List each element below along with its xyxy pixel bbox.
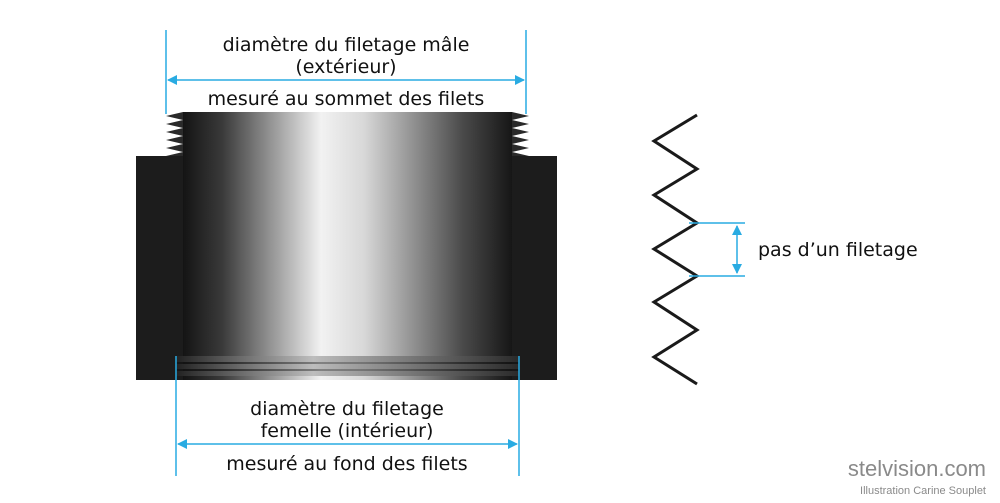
female-dimension [175, 356, 520, 476]
female-diameter-label-line3: mesuré au fond des filets [226, 453, 467, 475]
male-dimension [165, 30, 527, 114]
female-diameter-label-line1: diamètre du filetage [250, 398, 444, 420]
thread-profile-zigzag [651, 113, 700, 386]
pitch-dimension [689, 222, 745, 277]
male-thread-right [512, 112, 529, 156]
male-thread-left [166, 112, 183, 156]
site-credit: stelvision.com [848, 456, 986, 481]
male-diameter-label-line2: (extérieur) [295, 56, 396, 78]
female-diameter-label-line2: femelle (intérieur) [261, 420, 434, 442]
male-diameter-label-line1: diamètre du filetage mâle [223, 34, 470, 56]
pitch-label: pas d’un filetage [758, 239, 918, 261]
female-threads [176, 356, 519, 376]
author-credit: Illustration Carine Souplet [860, 485, 986, 497]
male-pipe [166, 112, 529, 380]
male-diameter-label-line3: mesuré au sommet des filets [208, 88, 485, 110]
